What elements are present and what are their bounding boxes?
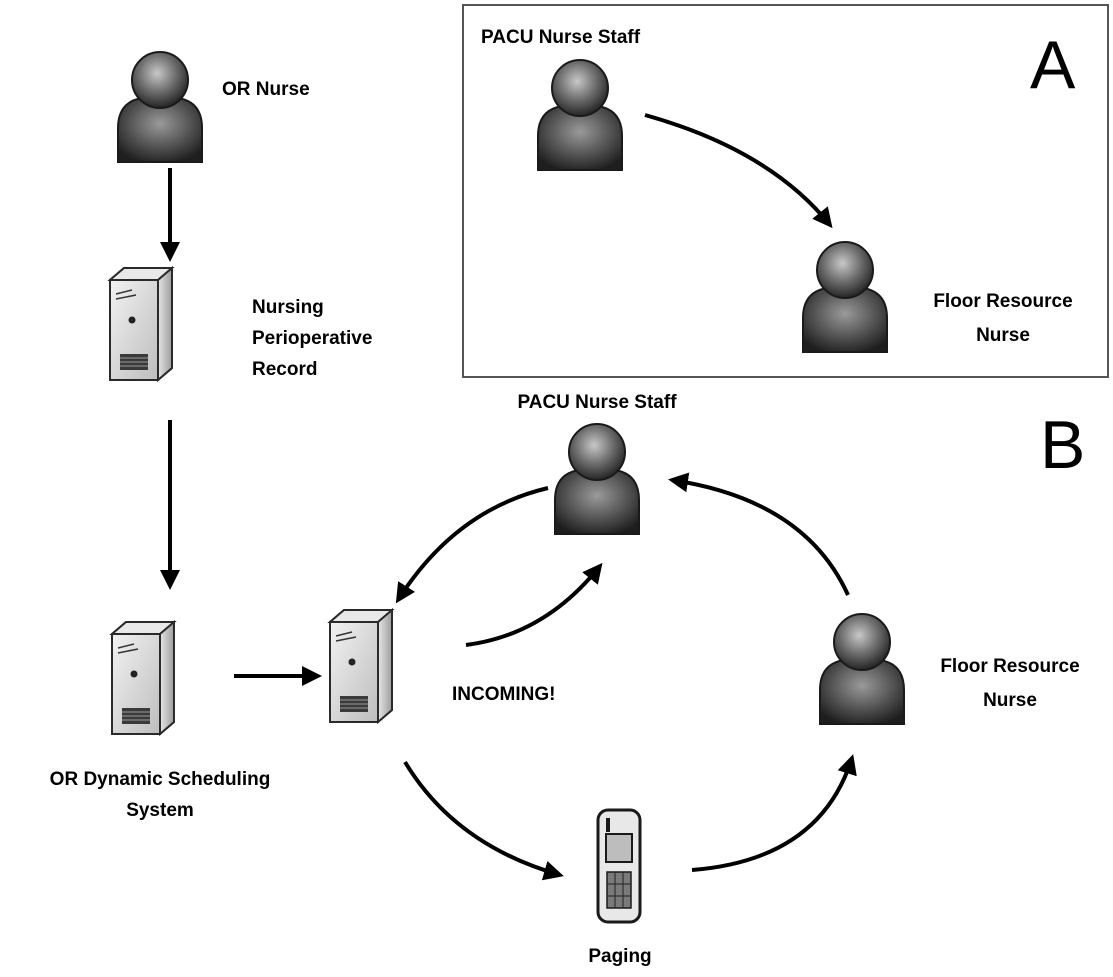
incoming-label: INCOMING!: [452, 684, 555, 705]
panel-b-letter: B: [1040, 407, 1085, 483]
or-nurse-label: OR Nurse: [222, 79, 310, 100]
paging-label: Paging: [588, 946, 651, 967]
record-label-line2: Perioperative: [252, 328, 372, 349]
arrow-panel-a-staff-to-floor: [644, 113, 833, 229]
scheduling-label-line2: System: [126, 800, 194, 821]
pager-icon: [596, 808, 642, 924]
arrow-paging-to-floor: [691, 754, 857, 872]
panel-a-staff-label: PACU Nurse Staff: [481, 27, 641, 48]
panel-a-letter: A: [1030, 27, 1076, 103]
panel-a-frame: [462, 4, 1109, 378]
person-icon: [819, 613, 905, 725]
arrow-pacu-to-central: [395, 486, 549, 604]
server-icon: [109, 267, 173, 381]
server-icon: [111, 621, 175, 735]
panel-b-staff-label: PACU Nurse Staff: [517, 392, 677, 413]
person-icon: [554, 423, 640, 535]
scheduling-label-line1: OR Dynamic Scheduling: [50, 769, 271, 790]
arrow-central-to-pacu: [465, 562, 603, 647]
panel-a-floor-label-line1: Floor Resource: [933, 291, 1072, 312]
panel-a-floor-label-line2: Nurse: [976, 325, 1030, 346]
panel-b-floor-label-line1: Floor Resource: [940, 656, 1079, 677]
person-icon: [117, 51, 203, 163]
record-label-line1: Nursing: [252, 297, 324, 318]
arrow-floor-to-pacu: [668, 472, 850, 596]
record-label-line3: Record: [252, 359, 317, 380]
panel-b-floor-label-line2: Nurse: [983, 690, 1037, 711]
arrow-central-to-paging: [403, 760, 564, 881]
server-icon: [329, 609, 393, 723]
